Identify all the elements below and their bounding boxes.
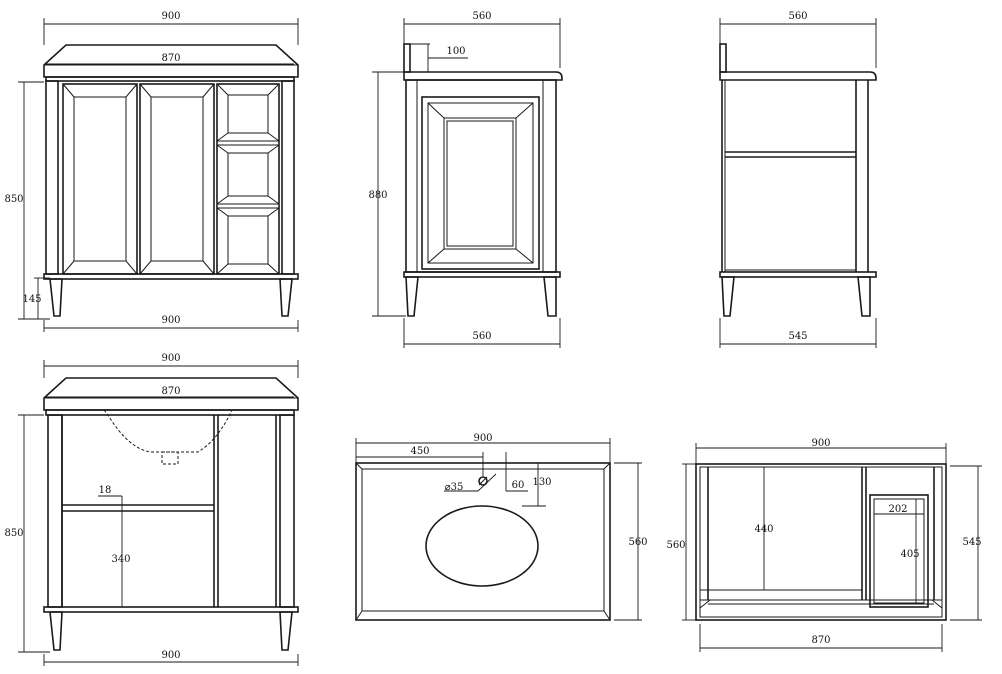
dim-open-top-inner: 870 bbox=[161, 386, 180, 397]
leg-right bbox=[279, 278, 293, 317]
leg-left bbox=[49, 278, 63, 317]
top-plan-view: 900 450 ⌀35 60 130 560 bbox=[355, 433, 648, 621]
tap-hole bbox=[478, 476, 488, 486]
drawer-stack bbox=[216, 83, 280, 275]
dim-front-bottom-width: 900 bbox=[161, 315, 180, 326]
dim-open-shelf-thickness: 18 bbox=[99, 485, 112, 496]
countertop-side bbox=[403, 71, 563, 81]
dim-section-bottom-depth: 545 bbox=[788, 331, 807, 342]
dim-plan-tap-setback: 60 bbox=[512, 480, 525, 491]
side-door bbox=[421, 96, 540, 270]
dim-plan-width: 900 bbox=[473, 433, 492, 444]
dim-base-depth-right: 545 bbox=[962, 537, 981, 548]
drain-hidden-line bbox=[161, 451, 179, 465]
backsplash bbox=[403, 43, 411, 73]
basin-oval bbox=[425, 505, 539, 587]
dim-front-top-width: 900 bbox=[161, 11, 180, 22]
side-section-view: 560 545 bbox=[719, 11, 877, 348]
dim-base-inner-height: 440 bbox=[754, 524, 773, 535]
side-elevation-view: 560 100 880 560 bbox=[368, 11, 563, 348]
base-plan-view: 900 560 545 440 202 405 870 bbox=[666, 438, 982, 652]
dim-open-height: 850 bbox=[4, 528, 23, 539]
dim-side-top-depth: 560 bbox=[472, 11, 491, 22]
front-elevation-view: 900 870 850 145 900 bbox=[4, 11, 299, 332]
dim-side-bottom-depth: 560 bbox=[472, 331, 491, 342]
dim-plan-tap-offset: 450 bbox=[410, 446, 429, 457]
dim-plan-depth: 560 bbox=[628, 537, 647, 548]
dim-front-leg-height: 145 bbox=[22, 294, 41, 305]
dim-base-width: 900 bbox=[811, 438, 830, 449]
drawer-box-plan bbox=[869, 494, 929, 608]
dim-plan-tap-hole: ⌀35 bbox=[445, 482, 464, 493]
dim-section-top-depth: 560 bbox=[788, 11, 807, 22]
dim-base-inner-width: 870 bbox=[811, 635, 830, 646]
dim-plan-basin-setback: 130 bbox=[532, 477, 551, 488]
dim-front-top-inner: 870 bbox=[161, 53, 180, 64]
base-outline bbox=[695, 463, 947, 621]
dim-open-top-width: 900 bbox=[161, 353, 180, 364]
dim-open-shelf-height: 340 bbox=[111, 554, 130, 565]
dim-base-drawer-depth: 405 bbox=[900, 549, 919, 560]
dim-front-height: 850 bbox=[4, 194, 23, 205]
dim-side-splash: 100 bbox=[446, 46, 465, 57]
front-open-view: 900 870 850 18 340 900 bbox=[4, 353, 299, 666]
dim-base-depth-left: 560 bbox=[666, 540, 685, 551]
dim-base-drawer-width: 202 bbox=[888, 504, 907, 515]
dim-side-height: 880 bbox=[368, 190, 387, 201]
dim-open-bottom-width: 900 bbox=[161, 650, 180, 661]
basin-hidden-line bbox=[103, 409, 233, 453]
